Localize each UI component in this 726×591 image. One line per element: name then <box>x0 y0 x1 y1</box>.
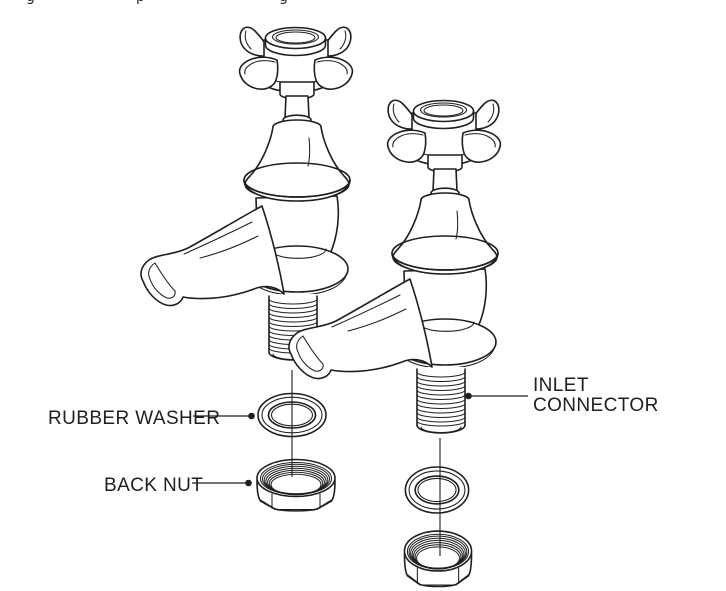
right-rubber-washer-illustration <box>404 466 470 514</box>
cropped-glyph: g <box>279 0 288 5</box>
back-nut-label: BACK NUT <box>104 475 203 496</box>
cropped-glyph: g <box>26 0 35 5</box>
rubber-washer-callout: RUBBER WASHER <box>48 408 255 429</box>
rubber-washer-leader-dot <box>248 412 255 420</box>
right-back-nut-illustration <box>403 530 473 588</box>
inlet-connector-callout: INLET CONNECTOR <box>465 375 659 416</box>
cropped-glyph: p <box>136 0 145 5</box>
left-back-nut-illustration <box>256 458 336 512</box>
inlet-connector-leader-dot <box>465 392 472 400</box>
inlet-connector-label-line1: INLET <box>533 375 589 396</box>
back-nut-leader-dot <box>245 479 252 487</box>
inlet-connector-label-line2: CONNECTOR <box>533 395 659 416</box>
left-tap-illustration <box>140 26 354 361</box>
back-nut-callout: BACK NUT <box>104 475 252 496</box>
rubber-washer-label: RUBBER WASHER <box>48 408 220 429</box>
cropped-top-text: g p g <box>0 0 726 5</box>
